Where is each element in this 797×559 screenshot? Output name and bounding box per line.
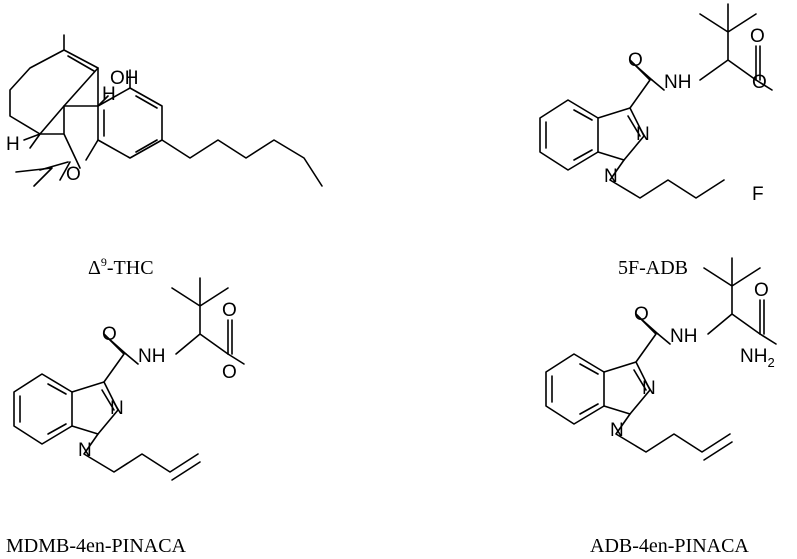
- 5fadb-f-label: F: [752, 184, 764, 205]
- thc-h-left-label: H: [6, 134, 20, 155]
- adb-4en-pinaca-structure: O NH O NH2 N N: [545, 257, 777, 461]
- thc-o-ring-label: O: [66, 164, 81, 185]
- thc-caption-suffix: -THC: [107, 257, 154, 279]
- adb-n1-label: N: [610, 420, 624, 441]
- thc-caption-sup: 9: [101, 255, 107, 269]
- 5fadb-o-ester-label: O: [752, 72, 767, 93]
- thc-caption-prefix: Δ: [88, 257, 101, 279]
- 5fadb-o-ester-dbl-label: O: [750, 26, 765, 47]
- mdmb-caption: MDMB-4en-PINACA: [6, 535, 187, 557]
- mdmb-o-ester-dbl-label: O: [222, 300, 237, 321]
- adb-o-amide-label: O: [634, 304, 649, 325]
- mdmb-4en-pinaca-structure: O NH O O N N: [13, 277, 245, 481]
- 5fadb-n1-label: N: [604, 166, 618, 187]
- adb-nh2-sub: 2: [767, 355, 774, 370]
- mdmb-o-ester-label: O: [222, 362, 237, 383]
- mdmb-n2-label: N: [110, 398, 124, 419]
- 5fadb-n2-label: N: [636, 124, 650, 145]
- mdmb-o-amide-label: O: [102, 324, 117, 345]
- mdmb-nh-label: NH: [138, 346, 165, 367]
- adb-o-amide2-label: O: [754, 280, 769, 301]
- adb-n2-label: N: [642, 378, 656, 399]
- 5fadb-caption: 5F-ADB: [618, 257, 688, 279]
- mdmb-n1-label: N: [78, 440, 92, 461]
- thc-h-top-label: H: [102, 84, 116, 105]
- 5fadb-nh-label: NH: [664, 72, 691, 93]
- adb-caption: ADB-4en-PINACA: [590, 535, 749, 557]
- adb-nh-label: NH: [670, 326, 697, 347]
- thc-structure: OH H H O: [6, 34, 323, 187]
- adb-nh2-main: NH: [740, 346, 767, 367]
- adb-nh2-label: NH2: [740, 346, 775, 370]
- 5f-adb-structure: O NH O O N N F: [539, 3, 773, 205]
- 5fadb-o-amide-label: O: [628, 50, 643, 71]
- thc-oh-label: OH: [110, 68, 139, 89]
- thc-caption: Δ9-THC: [88, 255, 154, 279]
